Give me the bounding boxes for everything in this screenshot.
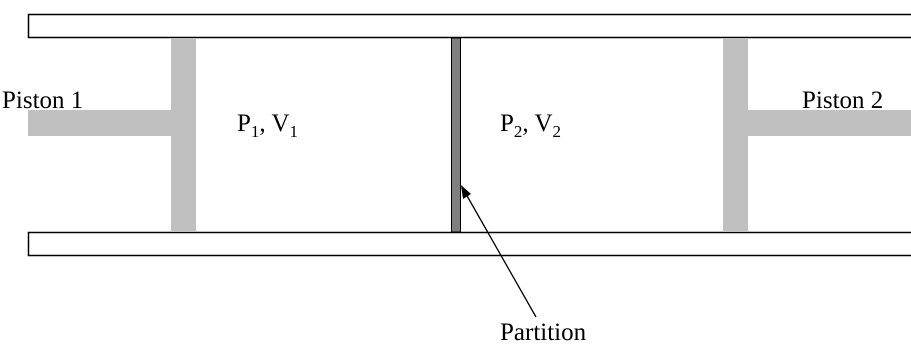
chamber-2-state-label: P2, V2 bbox=[500, 110, 561, 141]
partition bbox=[451, 37, 461, 233]
piston-1[interactable] bbox=[28, 38, 196, 232]
chamber-2-volume-symbol: V bbox=[534, 110, 552, 137]
chamber-1-pressure-subscript: 1 bbox=[251, 122, 260, 141]
chamber-2-volume-subscript: 2 bbox=[553, 122, 562, 141]
chamber-1-volume-symbol: V bbox=[271, 110, 289, 137]
chamber-1-separator: , bbox=[259, 110, 271, 137]
cylinder-bottom-wall bbox=[27, 231, 911, 257]
chamber-1-pressure-symbol: P bbox=[237, 110, 251, 137]
piston-2-head bbox=[723, 38, 748, 232]
piston-1-label: Piston 1 bbox=[2, 87, 83, 114]
partition-pointer-arrowhead bbox=[461, 185, 471, 199]
cylinder-top-wall bbox=[27, 13, 911, 39]
piston-2-rod bbox=[746, 110, 911, 136]
piston-2-label: Piston 2 bbox=[802, 87, 883, 114]
partition-label: Partition bbox=[500, 319, 587, 346]
chamber-1-state-label: P1, V1 bbox=[237, 110, 298, 141]
chamber-2-separator: , bbox=[522, 110, 534, 137]
chamber-1-volume-subscript: 1 bbox=[290, 122, 299, 141]
chamber-2-pressure-subscript: 2 bbox=[514, 122, 523, 141]
piston-1-rod bbox=[28, 110, 173, 136]
chamber-2-pressure-symbol: P bbox=[500, 110, 514, 137]
piston-1-head bbox=[171, 38, 196, 232]
partition-pointer-line bbox=[461, 186, 537, 318]
piston-2[interactable] bbox=[723, 38, 911, 232]
